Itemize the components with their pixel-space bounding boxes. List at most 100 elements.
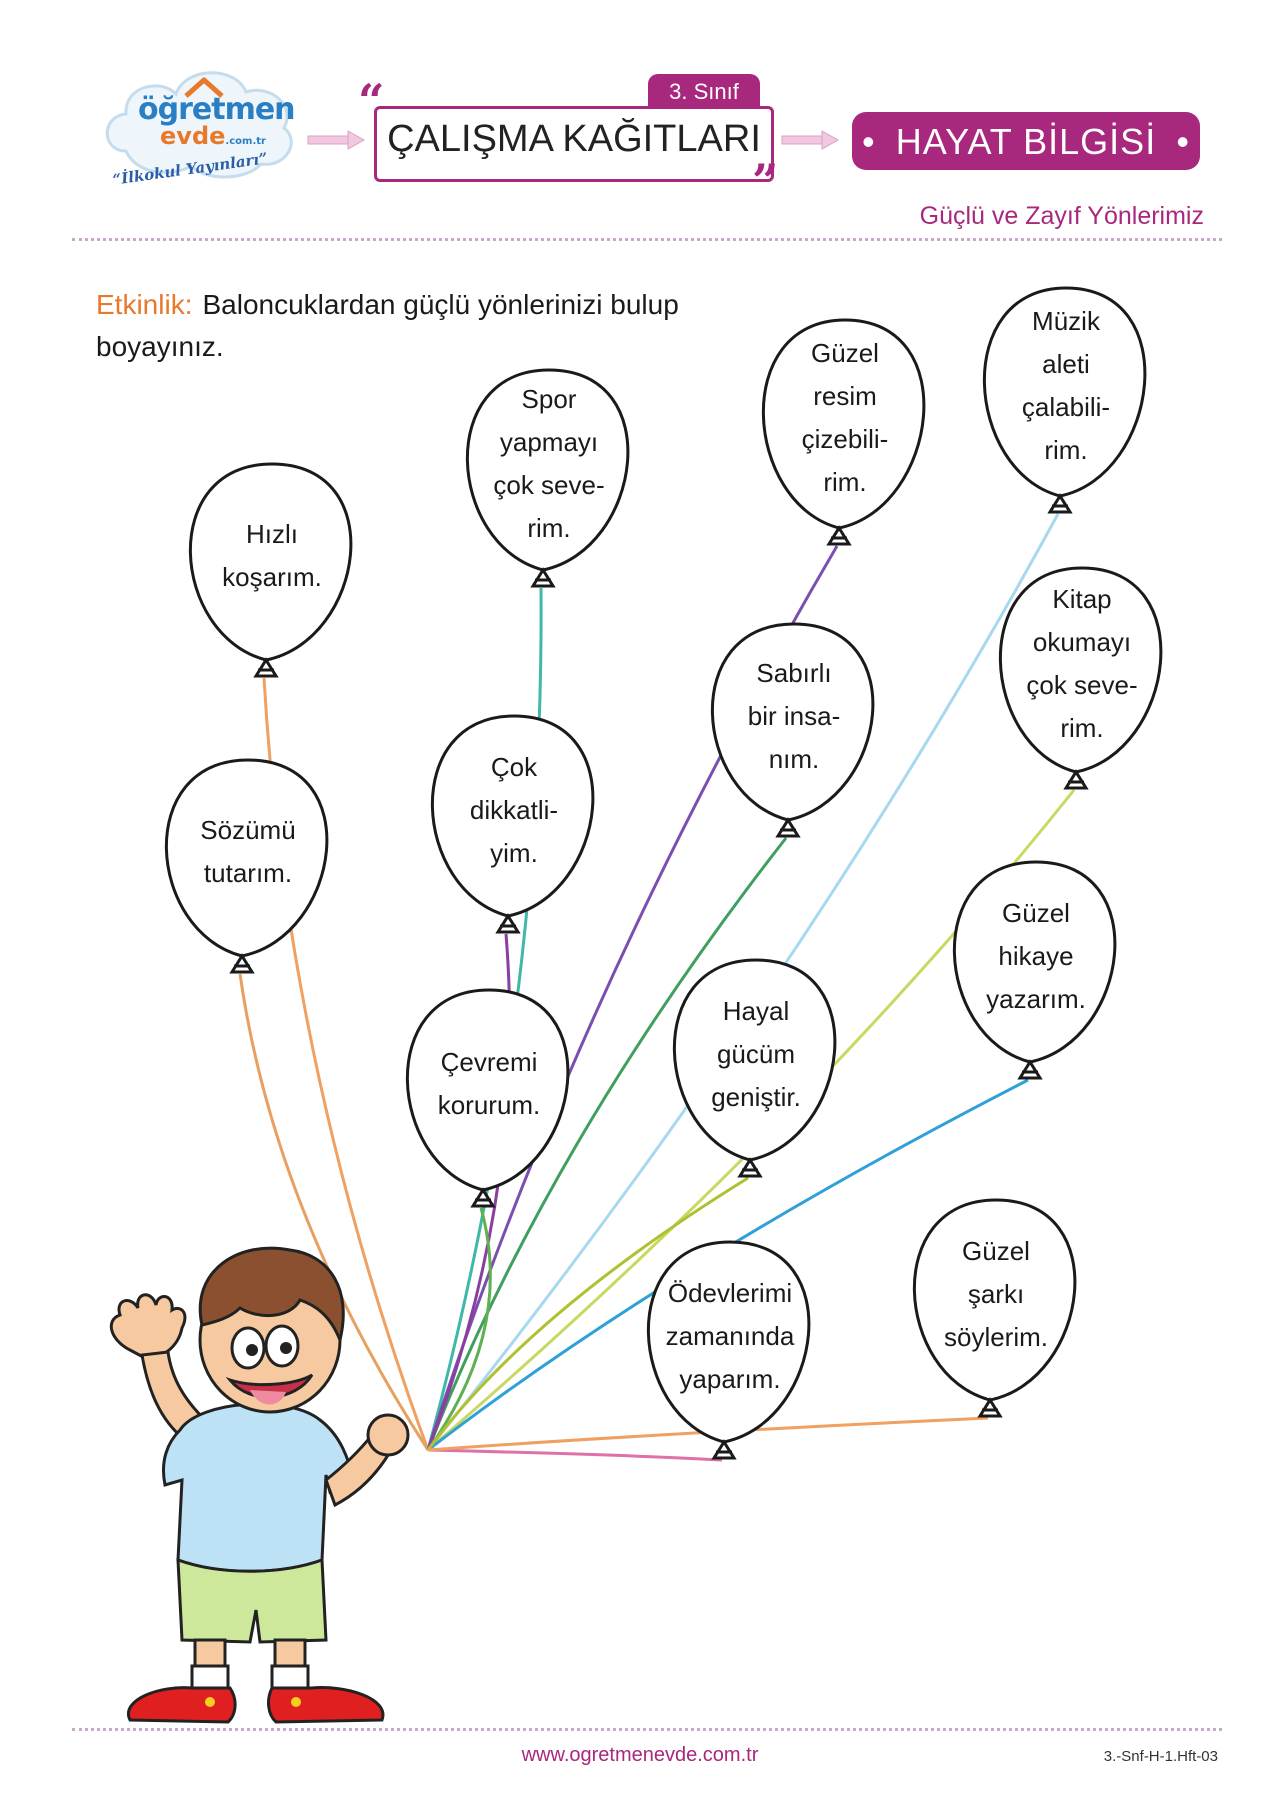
balloon-line: Spor — [521, 384, 577, 414]
balloon-line: Güzel — [962, 1235, 1030, 1266]
footer-url: www.ogretmenevde.com.tr — [521, 1744, 759, 1766]
balloon-line: Güzel — [811, 338, 879, 368]
balloon-knot-icon — [775, 817, 801, 838]
balloon-line: geniştir. — [711, 1081, 801, 1112]
balloon-hayal[interactable] — [672, 958, 837, 1178]
balloon-line: okumayı — [1032, 627, 1132, 657]
balloon-label-sabirli: Sabırlı bir insa-nım. — [719, 652, 869, 781]
balloon-knot-icon — [470, 1187, 496, 1208]
balloon-resim[interactable] — [761, 318, 926, 546]
logo-cloud — [105, 71, 293, 179]
balloon-line: yapmayı — [499, 427, 599, 457]
close-quote-icon: ” — [752, 154, 779, 208]
balloon-line: Hayal — [722, 995, 790, 1026]
balloon-line: zamanında — [665, 1320, 795, 1351]
balloon-line: yaparım. — [679, 1363, 781, 1394]
balloon-sarki[interactable] — [912, 1198, 1077, 1418]
balloon-line: nım. — [768, 743, 820, 774]
balloon-line: Çok — [490, 751, 538, 782]
page-title: ÇALIŞMA KAĞITLARI — [387, 118, 761, 160]
balloon-label-dikkatli: Çok dikkatli-yim. — [439, 746, 589, 875]
arrow-icon — [307, 130, 366, 150]
balloon-sabirli[interactable] — [710, 622, 875, 838]
balloon-line: söylerim. — [943, 1321, 1048, 1352]
header-divider — [72, 238, 1222, 241]
balloon-hikaye[interactable] — [952, 860, 1117, 1080]
balloon-knot-icon — [711, 1439, 737, 1460]
balloon-muzik[interactable] — [982, 286, 1147, 514]
balloon-line: dikkatli- — [469, 794, 559, 825]
balloon-knot-icon — [1063, 769, 1089, 790]
balloon-line: korurum. — [437, 1090, 541, 1120]
balloon-line: Ödevlerimi — [667, 1277, 793, 1308]
balloon-line: bir insa- — [747, 700, 841, 731]
balloon-line: Güzel — [1002, 897, 1070, 928]
arrow-icon — [781, 130, 840, 150]
bullet-icon: • — [862, 121, 876, 162]
balloon-odevlerimi[interactable] — [646, 1240, 811, 1460]
balloon-knot-icon — [737, 1157, 763, 1178]
balloon-line: koşarım. — [222, 562, 322, 592]
balloon-knot-icon — [1017, 1059, 1043, 1080]
balloon-knot-icon — [253, 657, 279, 678]
footer-code: 3.-Snf-H-1.Hft-03 — [1103, 1748, 1218, 1765]
balloon-label-muzik: Müzik aleti çalabili-rim. — [991, 300, 1141, 472]
logo-line2: evde.com.tr — [160, 122, 266, 150]
balloon-line: çalabili- — [1021, 392, 1111, 422]
balloon-kitap[interactable] — [998, 566, 1163, 790]
balloon-line: çok seve- — [493, 470, 605, 500]
subject-label: HAYAT BİLGİSİ — [895, 121, 1157, 162]
balloon-knot-icon — [530, 567, 556, 588]
balloon-line: Sabırlı — [756, 657, 832, 688]
balloon-label-spor: Spor yapmayı çok seve-rim. — [474, 378, 624, 550]
open-quote-icon: “ — [358, 74, 385, 128]
balloon-line: yim. — [490, 837, 538, 868]
balloon-knot-icon — [826, 525, 852, 546]
balloon-line: Müzik — [1032, 306, 1100, 336]
balloon-dikkatli[interactable] — [430, 714, 595, 934]
logo-domain: .com.tr — [225, 136, 266, 147]
balloon-string-odevlerimi — [427, 1448, 723, 1462]
balloon-knot-icon — [495, 913, 521, 934]
topic-title: Güçlü ve Zayıf Yönlerimiz — [919, 202, 1204, 230]
subject-badge: • HAYAT BİLGİSİ • — [852, 112, 1200, 170]
activity-instruction: Etkinlik:Baloncuklardan güçlü yönleriniz… — [96, 284, 776, 368]
balloon-line: rim. — [1044, 435, 1088, 465]
footer-divider — [72, 1728, 1222, 1731]
balloon-line: çizebili- — [801, 424, 889, 454]
balloon-string-sarki — [427, 1416, 989, 1452]
balloon-label-cevremi: Çevremi korurum. — [414, 1041, 564, 1127]
activity-text: Baloncuklardan güçlü yönlerinizi bulup b… — [96, 289, 679, 362]
grade-tab: 3. Sınıf — [648, 74, 760, 108]
balloon-string-sabirli — [426, 837, 788, 1451]
balloon-string-sozumu — [238, 973, 430, 1451]
balloon-spor[interactable] — [465, 368, 630, 588]
balloon-line: rim. — [527, 513, 571, 543]
title-box — [374, 106, 774, 182]
balloon-label-sarki: Güzel şarkı söylerim. — [921, 1230, 1071, 1359]
balloon-cevremi[interactable] — [405, 988, 570, 1208]
balloon-label-odevlerimi: Ödevlerimi zamanında yaparım. — [655, 1272, 805, 1401]
balloon-knot-icon — [977, 1397, 1003, 1418]
balloon-label-hizli: Hızlı koşarım. — [197, 513, 347, 599]
balloon-knot-icon — [229, 953, 255, 974]
balloon-sozumu[interactable] — [164, 758, 329, 974]
balloon-line: Hızlı — [246, 519, 298, 549]
balloon-line: resim — [813, 381, 877, 411]
balloon-hizli[interactable] — [188, 462, 353, 678]
balloon-line: Çevremi — [440, 1047, 538, 1077]
balloon-string-hayal — [426, 1176, 749, 1451]
balloon-string-cevremi — [426, 1207, 492, 1451]
balloon-line: şarkı — [967, 1278, 1025, 1309]
balloon-line: tutarım. — [203, 858, 293, 888]
balloon-line: Kitap — [1052, 584, 1112, 614]
bullet-icon: • — [1176, 121, 1190, 162]
balloon-knot-icon — [1047, 493, 1073, 514]
balloon-line: aleti — [1042, 349, 1090, 379]
balloon-line: rim. — [1060, 713, 1104, 743]
balloon-line: hikaye — [998, 940, 1074, 971]
